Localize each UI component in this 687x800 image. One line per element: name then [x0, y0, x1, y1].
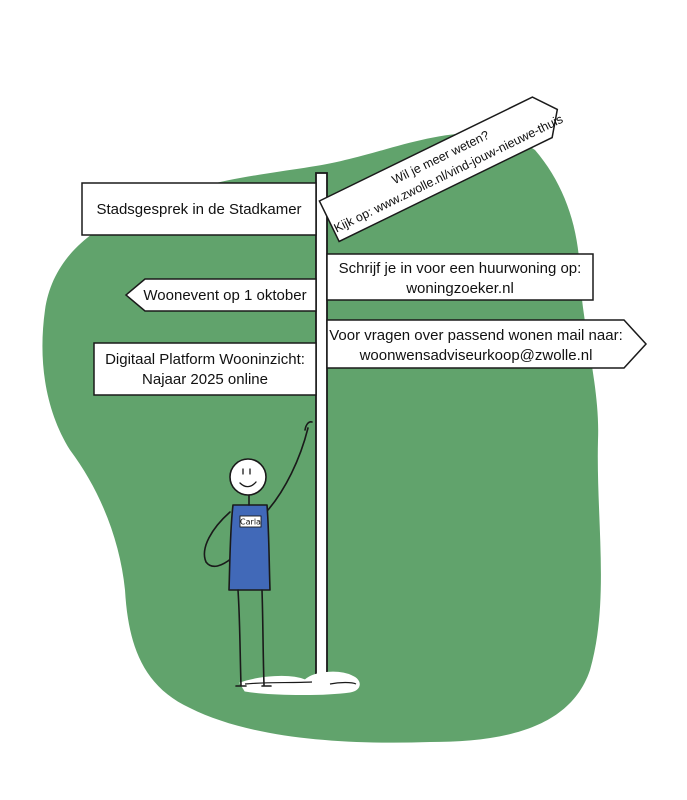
sign-vragen-line2: woonwensadviseurkoop@zwolle.nl — [359, 347, 593, 364]
sign-vragen-line1: Voor vragen over passend wonen mail naar… — [329, 327, 623, 344]
sign-stadsgesprek-label: Stadsgesprek in de Stadkamer — [96, 201, 301, 218]
sign-vragen: Voor vragen over passend wonen mail naar… — [326, 319, 648, 369]
sign-huurwoning: Schrijf je in voor een huurwoning op: wo… — [326, 253, 594, 301]
sign-woonevent: Woonevent op 1 oktober — [124, 278, 317, 312]
signpost-pole — [315, 172, 328, 689]
figure-right-leg — [261, 589, 265, 686]
name-badge: Carla — [239, 515, 262, 528]
sign-huurwoning-line2: woningzoeker.nl — [405, 280, 514, 297]
figure-left-leg — [237, 589, 242, 686]
sign-platform: Digitaal Platform Wooninzicht: Najaar 20… — [93, 342, 317, 396]
name-badge-label: Carla — [240, 518, 261, 527]
figure-head — [229, 458, 267, 496]
ground-patch — [239, 671, 360, 696]
sign-stadsgesprek: Stadsgesprek in de Stadkamer — [81, 182, 317, 236]
sign-huurwoning-line1: Schrijf je in voor een huurwoning op: — [339, 260, 582, 277]
figure-raised-hand — [304, 421, 313, 431]
figure-smile — [239, 481, 257, 488]
ground-line — [244, 681, 357, 685]
figure-raised-arm — [267, 427, 309, 511]
sign-platform-line2: Najaar 2025 online — [142, 371, 268, 388]
sign-woonevent-label: Woonevent op 1 oktober — [143, 287, 306, 304]
sign-platform-line1: Digitaal Platform Wooninzicht: — [105, 351, 305, 368]
figure-hip-arm — [203, 511, 233, 568]
figure-eyes — [242, 468, 251, 475]
